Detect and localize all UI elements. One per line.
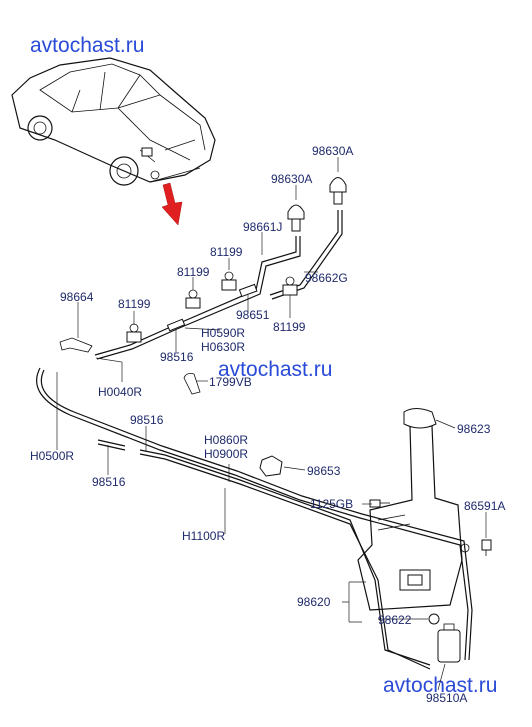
label-81199-c: 81199 [118, 297, 151, 311]
bracket-98653 [259, 455, 283, 477]
label-98664: 98664 [60, 290, 94, 304]
nozzle-left [287, 204, 305, 232]
watermark-top: avtochast.ru [30, 34, 144, 57]
label-1799VB: 1799VB [209, 375, 252, 389]
label-98630A-mid: 98630A [271, 172, 312, 186]
label-98653: 98653 [307, 464, 341, 478]
label-98510A: 98510A [426, 691, 467, 705]
connector-98651 [238, 283, 258, 298]
grommet-98622 [428, 613, 440, 625]
label-98620: 98620 [297, 595, 331, 609]
label-81199-b: 81199 [177, 265, 210, 279]
label-98622: 98622 [378, 613, 412, 627]
clip-81199-a [221, 271, 237, 291]
label-H0860R: H0860R [204, 433, 248, 447]
label-81199-a: 81199 [210, 245, 243, 259]
leader-lines [56, 157, 487, 691]
label-98662G: 98662G [305, 271, 348, 285]
pump-98510A [437, 623, 461, 663]
label-98516-a: 98516 [160, 350, 194, 364]
label-98630A-top: 98630A [312, 144, 353, 158]
label-98651: 98651 [236, 308, 270, 322]
label-98661J: 98661J [243, 220, 282, 234]
label-H0040R: H0040R [98, 385, 142, 399]
clip-81199-d [282, 276, 298, 296]
lower-hoses [36, 367, 473, 670]
connector-98516-a [166, 318, 186, 332]
pointer-arrow [161, 182, 183, 226]
label-81199-d: 81199 [273, 320, 306, 334]
bolt-1125GB [369, 499, 390, 508]
watermark-bottom: avtochast.ru [383, 674, 497, 697]
label-98623: 98623 [457, 422, 491, 436]
washer-reservoir [357, 408, 470, 611]
label-86591A: 86591A [464, 499, 505, 513]
label-H0630R: H0630R [201, 340, 245, 354]
watermark-middle: avtochast.ru [218, 358, 332, 381]
nozzle-right [329, 177, 347, 205]
tie-1799VB [183, 373, 201, 395]
label-H0900R: H0900R [204, 447, 248, 461]
clip-81199-b [185, 289, 201, 309]
label-98516-c: 98516 [92, 475, 126, 489]
bolt-86591A [481, 539, 492, 556]
label-1125GB: 1125GB [310, 497, 353, 511]
label-H1100R: H1100R [182, 529, 225, 543]
clip-81199-c [126, 323, 142, 343]
car-illustration [11, 57, 216, 186]
label-98516-b: 98516 [130, 413, 164, 427]
label-H0500R: H0500R [30, 449, 74, 463]
label-H0590R: H0590R [201, 326, 245, 340]
